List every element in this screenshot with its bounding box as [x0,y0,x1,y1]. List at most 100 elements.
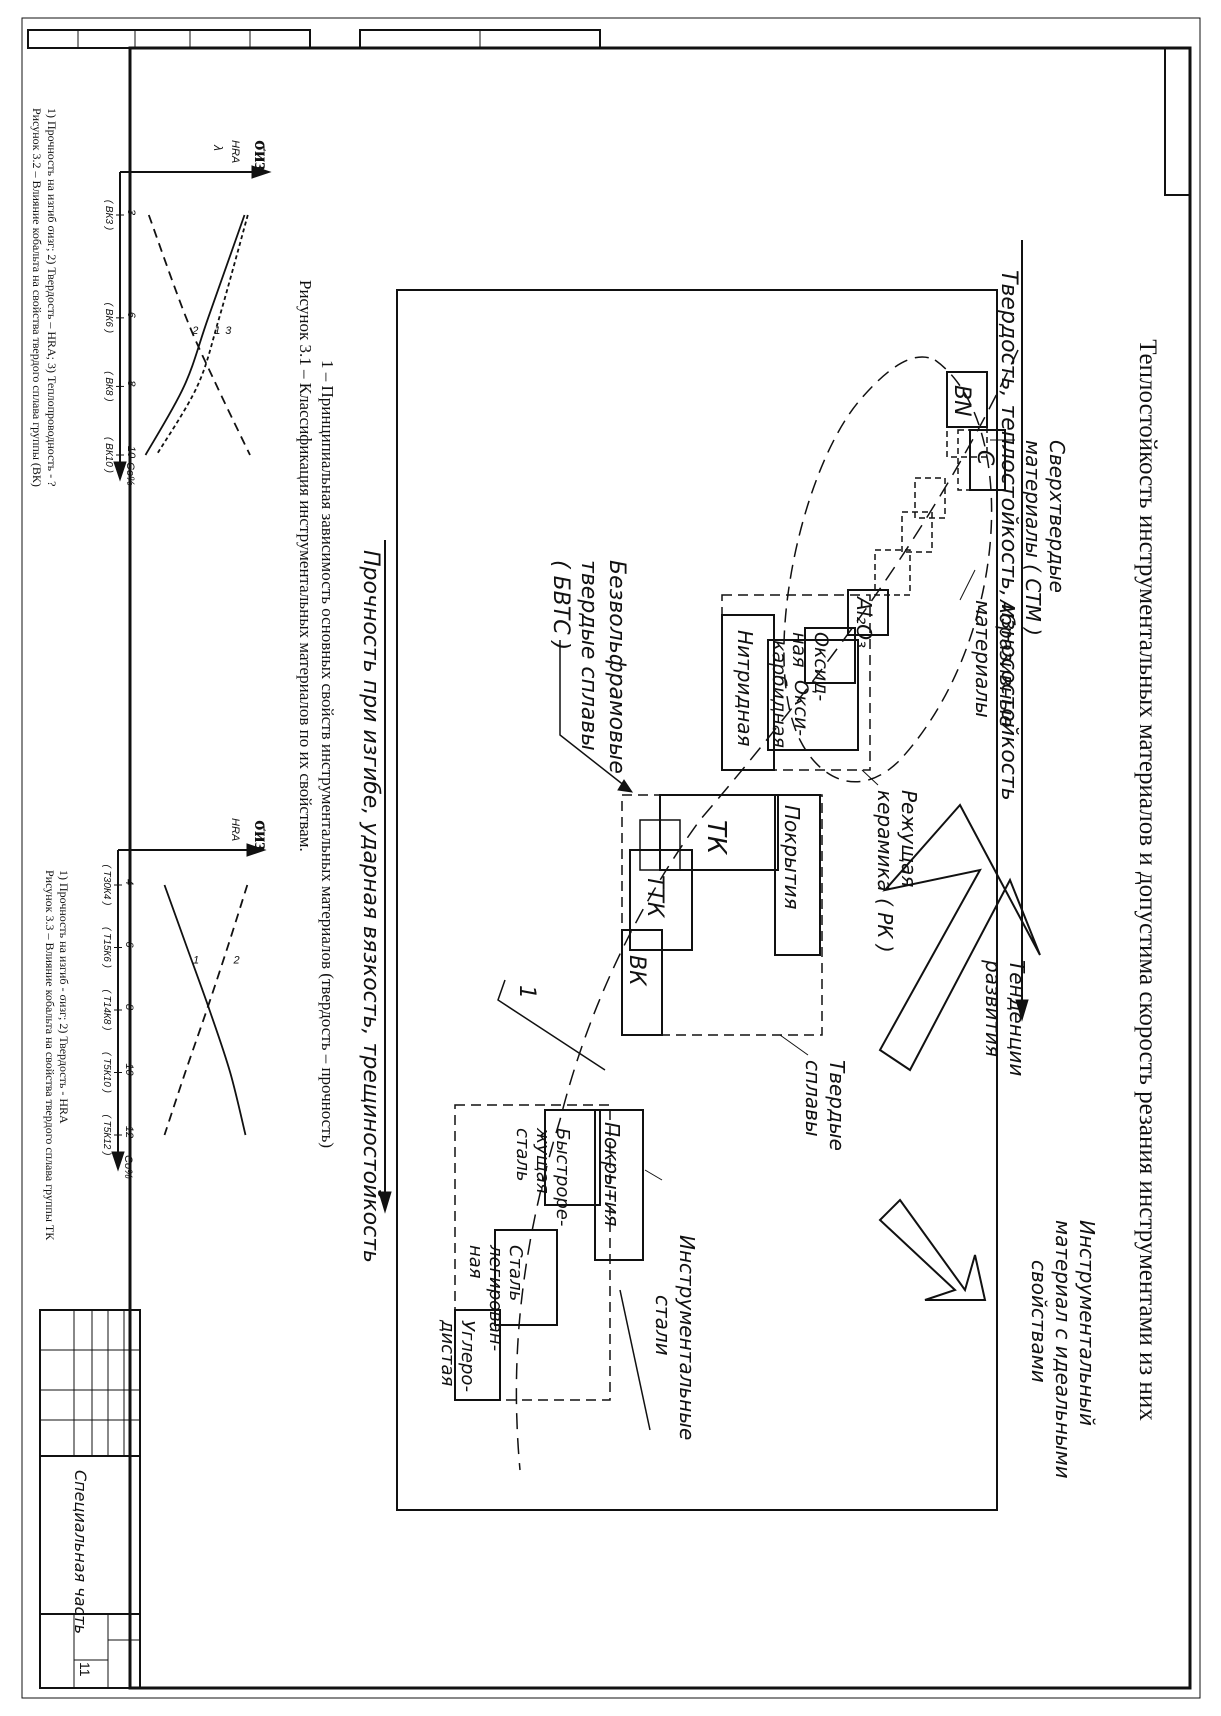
fig32-caption: Рисунок 3.2 – Влияние кобальта на свойст… [30,108,44,487]
curve-1-pointer [497,979,606,1071]
fig33-series-label: 2 [233,955,240,967]
fig32-xlabel: Co% [124,462,136,486]
fig33-grade-label: ( Т5К10 ) [101,1052,112,1093]
fig32-tick-label: 10 [125,446,137,459]
ideal-label-2: материал с идеальными [1051,1220,1075,1479]
alloy-steel-label-1: Сталь [505,1245,526,1301]
figure-3-3-chart: 4 ( Т30К4 ) 6 ( Т15К6 ) 8 ( Т14К8 ) 10 ( Т5К10 … [43,818,272,1241]
fig33-series-label: 1 [193,955,199,967]
top-stamp-strip [27,29,601,49]
main-curve [515,349,1019,1471]
trend-label-2: развития [981,959,1005,1057]
bottom-axis-arrow [378,1191,392,1214]
fig32-ylabel-hra: HRA [229,140,241,163]
fig33-ylabel-hra: HRA [229,818,241,841]
title-block: Специальная часть 11 [39,1309,141,1689]
hard-alloys-label-1: Твердые [825,1060,849,1151]
figure-3-1-caption: Рисунок 3.1 – Классификация инструментал… [296,280,315,852]
fig32-grade-label: ( ВК10 ) [103,437,114,473]
ttk-label: ТТК [642,875,667,919]
hss-label-3: сталь [512,1128,533,1182]
hss-label-2: жущая [532,1127,553,1194]
fig33-tick-label: 4 [123,879,135,885]
alloy-steel-box [494,1229,558,1326]
fig33-ylabel-sigma: σиз [250,820,272,850]
fig33-grade-label: ( Т14К8 ) [101,990,112,1031]
corner-mark [1164,48,1191,196]
oxycarbide-label-2: карбидная [768,640,790,748]
tk-box [659,794,779,871]
ceramic-block [721,594,871,771]
title-block-sheet-no: 11 [77,1662,93,1677]
fig33-series-1 [163,884,247,1136]
diagram-frame [396,289,998,1511]
fig32-tick-label: 3 [125,209,137,216]
vk-box [621,929,663,1036]
ceramic-label-1: Режущая [897,790,921,887]
fig32-tick-label: 6 [125,312,137,319]
title-block-name: Специальная часть [71,1470,90,1634]
sheet-title: Теплостойкость инструментальных материал… [1134,339,1161,1421]
fig32-series-label: 3 [225,325,232,337]
c-label: C [972,450,997,466]
oxide-label-1: Оксид- [810,632,832,701]
bn-label: BN [949,385,974,417]
tk-label: ТК [701,820,731,856]
fig33-tick-label: 12 [123,1126,135,1138]
carbon-steel-label-1: Углеро- [457,1320,478,1392]
coatings-box [774,794,821,956]
steel-coatings-label: Покрытия [600,1122,624,1227]
fig32-grade-label: ( ВК3 ) [103,200,114,230]
top-axis-arrow [1015,999,1029,1022]
tool-steels-label-2: стали [651,1295,675,1356]
fig33-note: 1) Прочность на изгиб - σизг; 2) Твердос… [57,870,71,1124]
hss-box [544,1109,601,1206]
nitride-label: Нитридная [733,630,757,747]
hard-alloys-label-2: сплавы [801,1060,825,1137]
fig32-note: 1) Прочность на изгиб σизг; 2) Твердость… [45,108,59,486]
al2o3-box [847,589,889,636]
fig32-tick-label: 8 [125,380,137,387]
fig32-series-3 [155,214,249,456]
hss-label-1: Быстроре- [552,1128,573,1226]
alloy-steel-label-2: легирован- [485,1244,506,1351]
fig33-tick-label: 10 [123,1063,135,1076]
tool-steels-label-1: Инструментальные [675,1235,699,1440]
fig32-series-label: 2 [191,325,198,337]
ideal-arrow [878,1198,987,1301]
btts-label-3: ( БВТС ) [548,560,573,650]
fig33-grade-label: ( Т15К6 ) [101,927,112,968]
nitride-box [721,614,775,771]
curve-1-label: 1 [514,985,539,999]
stm-label-2: материалы ( СТМ ) [1021,440,1045,636]
abrasive-label-2: материалы [971,600,995,718]
fig32-ylabel-lambda: λ [211,144,225,151]
inner-frame [128,46,1192,1690]
fig33-grade-label: ( Т30К4 ) [101,865,112,906]
outer-border [21,17,1201,1699]
fig32-series-label: 1 [214,325,220,337]
oxide-label-2: ная [788,632,810,668]
top-axis-label: Твердость, теплостойкость, износостойкос… [996,270,1021,801]
fig32-grade-label: ( ВК6 ) [103,303,114,333]
fig33-tick-label: 8 [123,1004,135,1011]
alloy-steel-label-3: ная [465,1245,486,1279]
trend-label-1: Тенденции [1005,960,1029,1076]
fig32-series-2 [147,214,251,456]
btts-label-1: Безвольфрамовые [604,560,629,774]
fig33-tick-label: 6 [123,941,135,948]
stm-label-1: Сверхтвердые [1045,440,1069,593]
fig33-xlabel: Co% [122,1155,134,1179]
diagram-note: 1 – Принципиальная зависимость основных … [318,360,337,1148]
vk-label: ВК [624,955,649,987]
carbon-steel-box [454,1309,501,1401]
coatings-label: Покрытия [780,805,804,910]
oxycarbide-label-1: Окси- [790,680,812,736]
oxycarbide-box [767,639,859,751]
bottom-axis-label: Прочность при изгибе, ударная вязкость, … [358,550,383,1263]
fig33-grade-label: ( Т5К12 ) [101,1115,112,1156]
abrasive-label-1: Абразивные [995,598,1019,728]
